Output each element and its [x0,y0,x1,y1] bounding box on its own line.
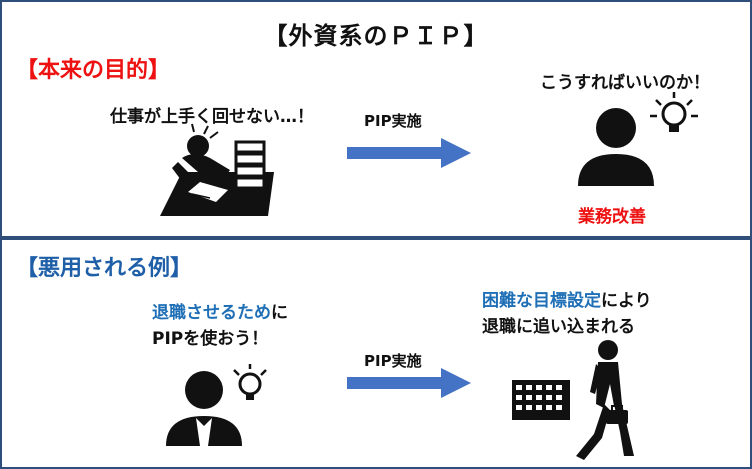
bottom-right-caption-highlight: 困難な目標設定 [482,291,601,311]
top-arrow-label: PIP実施 [364,112,422,130]
bottom-arrow-icon [347,368,471,398]
overwhelmed-worker-icon [160,123,274,216]
lightbulb-icon [650,92,698,132]
walking-businessman-icon [576,340,634,460]
top-right-caption: こうすればいいのか！ [540,73,710,93]
lightbulb-icon-bottom [233,364,267,400]
section-divider [2,236,750,240]
bottom-right-caption-line2: 退職に追い込まれる [482,317,635,337]
bottom-left-caption-rest: に [271,303,288,323]
idea-person-icon [578,108,654,186]
scheming-person-icon [166,371,242,446]
top-arrow-icon [347,138,471,168]
office-building-icon [512,380,570,420]
top-left-caption: 仕事が上手く回せない…！ [110,107,314,127]
bottom-left-caption-highlight: 退職させるため [152,303,271,323]
bottom-left-caption-line2: PIPを使おう！ [152,329,269,349]
page-title: 【外資系のＰＩＰ】 [263,22,489,50]
bottom-left-caption-line1: 退職させるために [152,298,288,323]
bottom-right-caption-line1: 困難な目標設定により [482,286,652,311]
bottom-arrow-label: PIP実施 [364,352,422,370]
result-label-improvement: 業務改善 [578,207,646,227]
section-heading-original-purpose: 【本来の目的】 [16,58,171,83]
bottom-right-caption-rest: により [601,291,652,311]
section-heading-abuse-example: 【悪用される例】 [16,256,193,281]
